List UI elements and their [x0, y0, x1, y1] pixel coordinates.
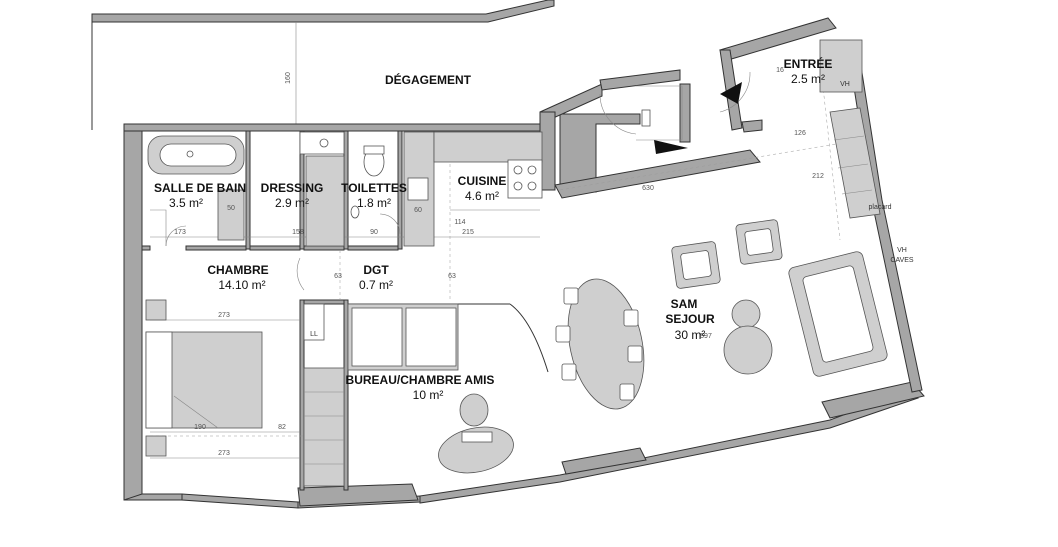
dimension-63: 63: [334, 273, 342, 280]
room-dgt-name: DGT: [363, 263, 389, 277]
ll-label: LL: [310, 331, 318, 338]
dimension-630: 630: [642, 185, 654, 192]
bedroom-furniture: LL: [145, 257, 345, 487]
room-toilettes-name: TOILETTES: [341, 181, 407, 195]
room-labels: DÉGAGEMENT SALLE DE BAIN 3.5 m² DRESSING…: [154, 56, 914, 402]
dimension-90: 90: [370, 229, 378, 236]
corridor-walls: 160: [91, 0, 555, 130]
room-dressing-name: DRESSING: [261, 181, 324, 195]
room-sam-name: SAM: [671, 297, 698, 311]
dimension-texts: 173 158 90 215 273 273 190 82 63 630 126…: [174, 130, 824, 457]
dimension-597: 597: [700, 333, 712, 340]
dimension-215: 215: [462, 229, 474, 236]
vh-label-entry: VH: [840, 81, 850, 88]
dimension-190: 190: [194, 424, 206, 431]
room-entree-area: 2.5 m²: [791, 72, 825, 86]
kitchen-fixtures: 60: [403, 131, 543, 247]
dimension-273-top: 273: [218, 312, 230, 319]
dimension-63-kitchen: 63: [448, 273, 456, 280]
bureau-furniture: [347, 303, 514, 474]
room-salle-de-bain-name: SALLE DE BAIN: [154, 181, 246, 195]
room-salle-de-bain-area: 3.5 m²: [169, 196, 203, 210]
bathroom-fixtures: 50: [147, 135, 245, 247]
dressing-fixtures: [299, 131, 401, 247]
dimension-60: 60: [414, 207, 422, 214]
placard: placard: [829, 107, 892, 219]
room-bureau-name: BUREAU/CHAMBRE AMIS: [346, 373, 495, 387]
room-chambre-area: 14.10 m²: [218, 278, 265, 292]
vh-label-caves: VH: [897, 247, 907, 254]
dimension-160: 160: [285, 72, 292, 84]
room-sam-sejour-area: 30 m²: [675, 328, 706, 342]
dimension-114: 114: [454, 219, 465, 226]
room-chambre-name: CHAMBRE: [207, 263, 268, 277]
dimension-158: 158: [292, 229, 304, 236]
dimension-82: 82: [278, 424, 286, 431]
room-cuisine-area: 4.6 m²: [465, 189, 499, 203]
placard-label: placard: [869, 204, 892, 211]
dimension-173: 173: [174, 229, 186, 236]
room-toilettes-area: 1.8 m²: [357, 196, 391, 210]
room-cuisine-name: CUISINE: [458, 174, 507, 188]
dimension-273-bottom: 273: [218, 450, 230, 457]
room-degagement-name: DÉGAGEMENT: [385, 72, 472, 87]
exterior-walls: [123, 17, 925, 509]
entry-area: VH 16: [599, 39, 863, 154]
caves-label: CAVES: [890, 257, 914, 264]
room-bureau-area: 10 m²: [413, 388, 444, 402]
room-entree-name: ENTRÉE: [784, 56, 833, 71]
dimension-50: 50: [227, 205, 235, 212]
room-sejour-name: SEJOUR: [665, 312, 715, 326]
room-dressing-area: 2.9 m²: [275, 196, 309, 210]
room-dgt-area: 0.7 m²: [359, 278, 393, 292]
dimension-126: 126: [794, 130, 806, 137]
dimension-16: 16: [776, 67, 784, 74]
living-furniture: 597: [555, 219, 888, 410]
dimension-212: 212: [812, 173, 824, 180]
